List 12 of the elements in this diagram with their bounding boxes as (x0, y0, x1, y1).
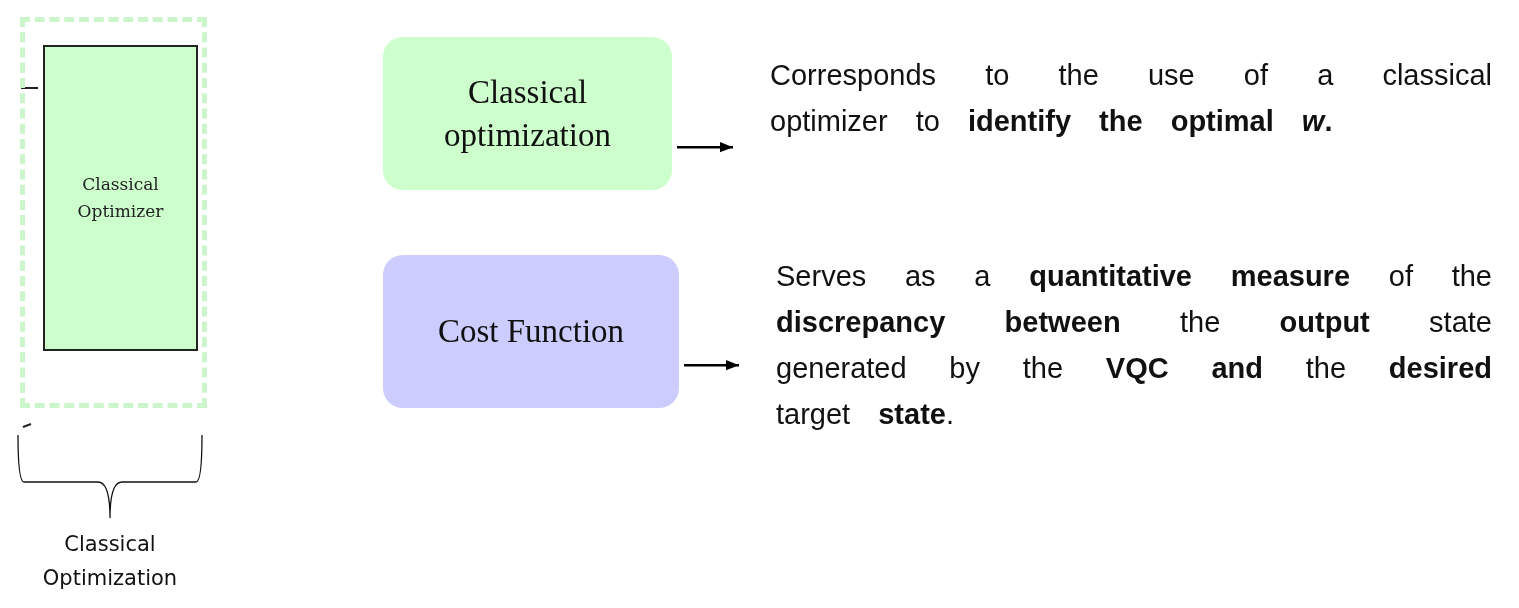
block-label: Classical Optimizer (76, 172, 165, 223)
optimizer-block (43, 45, 198, 351)
description-text: Corresponds to the use of a classical optimizer to identify the optimal w. (770, 52, 1492, 144)
arrow (677, 141, 733, 153)
box-label: Cost Function (437, 312, 625, 352)
dashed-group-box (20, 17, 207, 408)
arrow (684, 359, 739, 371)
rounded-box (383, 255, 679, 408)
box-label: Classical optimization (443, 72, 612, 155)
brace-label: Classical Optimization (41, 531, 179, 592)
description-text: Serves as a quantitative measure of the discrepancy between the output state generated by the VQC and the desired target state. (776, 253, 1492, 437)
rounded-box (383, 37, 672, 190)
